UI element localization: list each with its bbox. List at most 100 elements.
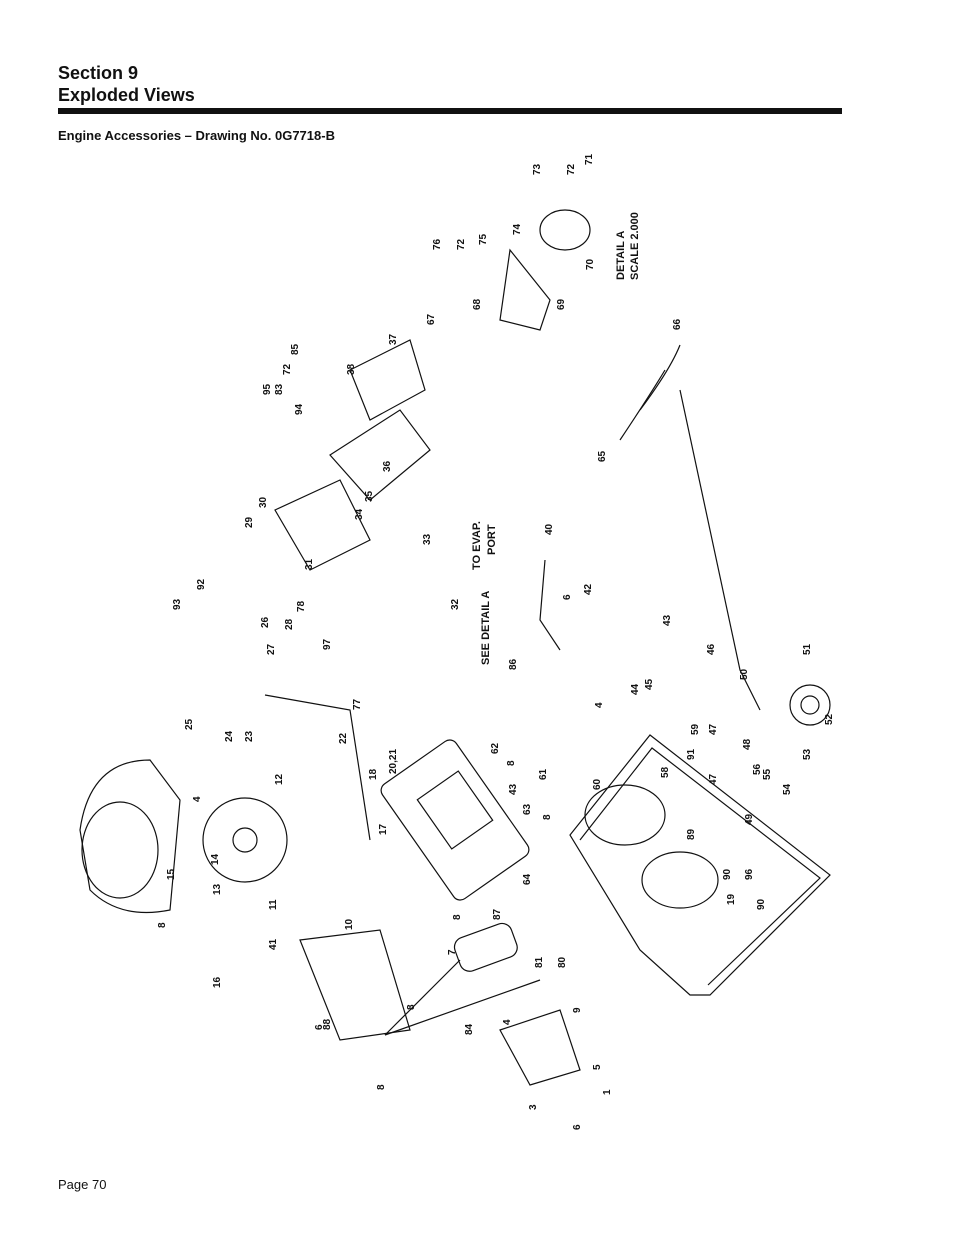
callout-label: 66 xyxy=(672,318,683,330)
section-number: Section 9 xyxy=(58,63,139,83)
callout-label: 76 xyxy=(432,238,443,250)
note-evap-line2: PORT xyxy=(486,524,498,555)
callout-label: 15 xyxy=(166,868,177,880)
callout-label: 62 xyxy=(490,742,501,754)
callout-label: 44 xyxy=(630,683,641,695)
callout-label: 35 xyxy=(364,490,375,502)
callout-label: 68 xyxy=(472,298,483,310)
callout-label: 6 xyxy=(562,594,573,600)
callout-label: 58 xyxy=(660,766,671,778)
callout-label: 25 xyxy=(184,718,195,730)
callout-label: 8 xyxy=(406,1004,417,1010)
callout-label: 24 xyxy=(224,730,235,742)
section-title: Exploded Views xyxy=(58,85,195,105)
callout-label: 90 xyxy=(756,898,767,910)
callout-label: 36 xyxy=(382,460,393,472)
callout-label: 5 xyxy=(592,1064,603,1070)
callout-label: 30 xyxy=(258,496,269,508)
callout-label: 72 xyxy=(282,363,293,375)
page-number: Page 70 xyxy=(58,1177,107,1192)
callout-label: 23 xyxy=(244,730,255,742)
callout-label: 91 xyxy=(686,748,697,760)
callout-label: 29 xyxy=(244,516,255,528)
callout-label: 1 xyxy=(602,1089,613,1095)
callout-label: 72 xyxy=(456,238,467,250)
callout-label: 34 xyxy=(354,508,365,520)
engine-block xyxy=(380,739,530,901)
callout-label: 12 xyxy=(274,773,285,785)
note-evap-line1: TO EVAP. xyxy=(471,521,483,570)
callout-label: 42 xyxy=(583,583,594,595)
callout-label: 9 xyxy=(572,1007,583,1013)
callout-label: 51 xyxy=(802,643,813,655)
callout-label: 43 xyxy=(508,783,519,795)
note-detail-line1: DETAIL A xyxy=(615,231,627,280)
callout-label: 92 xyxy=(196,578,207,590)
callout-label: 56 xyxy=(752,763,763,775)
callout-label: 70 xyxy=(585,258,596,270)
callout-label: 69 xyxy=(556,298,567,310)
callout-label: 8 xyxy=(376,1084,387,1090)
callout-label: 59 xyxy=(690,723,701,735)
callout-label: 14 xyxy=(210,853,221,865)
exploded-view-drawing: TO EVAP. PORT SEE DETAIL A DETAIL A SCAL… xyxy=(79,153,835,1130)
callout-label: 22 xyxy=(338,732,349,744)
callout-label: 46 xyxy=(706,643,717,655)
callout-label: 75 xyxy=(478,233,489,245)
callout-label: 8 xyxy=(452,914,463,920)
callout-label: 80 xyxy=(557,956,568,968)
callout-label: 74 xyxy=(512,223,523,235)
callout-label: 33 xyxy=(422,533,433,545)
callout-label: 13 xyxy=(212,883,223,895)
callout-label: 47 xyxy=(708,723,719,735)
callout-label: 77 xyxy=(352,698,363,710)
callout-label: 4 xyxy=(192,796,203,802)
callout-label: 32 xyxy=(450,598,461,610)
callout-label: 65 xyxy=(597,450,608,462)
callout-label: 63 xyxy=(522,803,533,815)
callout-label: 83 xyxy=(274,383,285,395)
callout-label: 8 xyxy=(542,814,553,820)
flywheel xyxy=(202,797,288,883)
callout-label: 95 xyxy=(262,383,273,395)
callout-label: 61 xyxy=(538,768,549,780)
callout-label: 90 xyxy=(722,868,733,880)
callout-label: 88 xyxy=(322,1018,333,1030)
callout-label: 96 xyxy=(744,868,755,880)
drawing-subtitle: Engine Accessories – Drawing No. 0G7718-… xyxy=(58,128,335,143)
callout-label: 8 xyxy=(506,760,517,766)
callout-label: 54 xyxy=(782,783,793,795)
callout-label: 3 xyxy=(528,1104,539,1110)
callout-label: 38 xyxy=(346,363,357,375)
callout-label: 85 xyxy=(290,343,301,355)
callout-label: 94 xyxy=(294,403,305,415)
callout-label: 67 xyxy=(426,313,437,325)
header-rule xyxy=(58,108,842,114)
callout-label: 55 xyxy=(762,768,773,780)
callout-label: 31 xyxy=(304,558,315,570)
callout-label: 10 xyxy=(344,918,355,930)
callout-label: 52 xyxy=(824,713,835,725)
callout-label: 8 xyxy=(157,922,168,928)
callout-label: 40 xyxy=(544,523,555,535)
callout-label: 78 xyxy=(296,600,307,612)
callout-label: 4 xyxy=(502,1019,513,1025)
callout-label: 53 xyxy=(802,748,813,760)
callout-label: 18 xyxy=(368,768,379,780)
base-plate xyxy=(569,734,831,996)
callout-label: 89 xyxy=(686,828,697,840)
note-detail-line2: SCALE 2.000 xyxy=(629,212,641,280)
callout-label: 87 xyxy=(492,908,503,920)
callout-label: 86 xyxy=(508,658,519,670)
callout-label: 26 xyxy=(260,616,271,628)
callout-label: 6 xyxy=(572,1124,583,1130)
blower-housing xyxy=(79,759,181,914)
callout-label: 28 xyxy=(284,618,295,630)
callout-label: 72 xyxy=(566,163,577,175)
callout-label: 60 xyxy=(592,778,603,790)
callout-label: 7 xyxy=(447,949,458,955)
callout-label: 73 xyxy=(532,163,543,175)
callout-label: 16 xyxy=(212,976,223,988)
callout-label: 4 xyxy=(594,702,605,708)
callout-label: 41 xyxy=(268,938,279,950)
